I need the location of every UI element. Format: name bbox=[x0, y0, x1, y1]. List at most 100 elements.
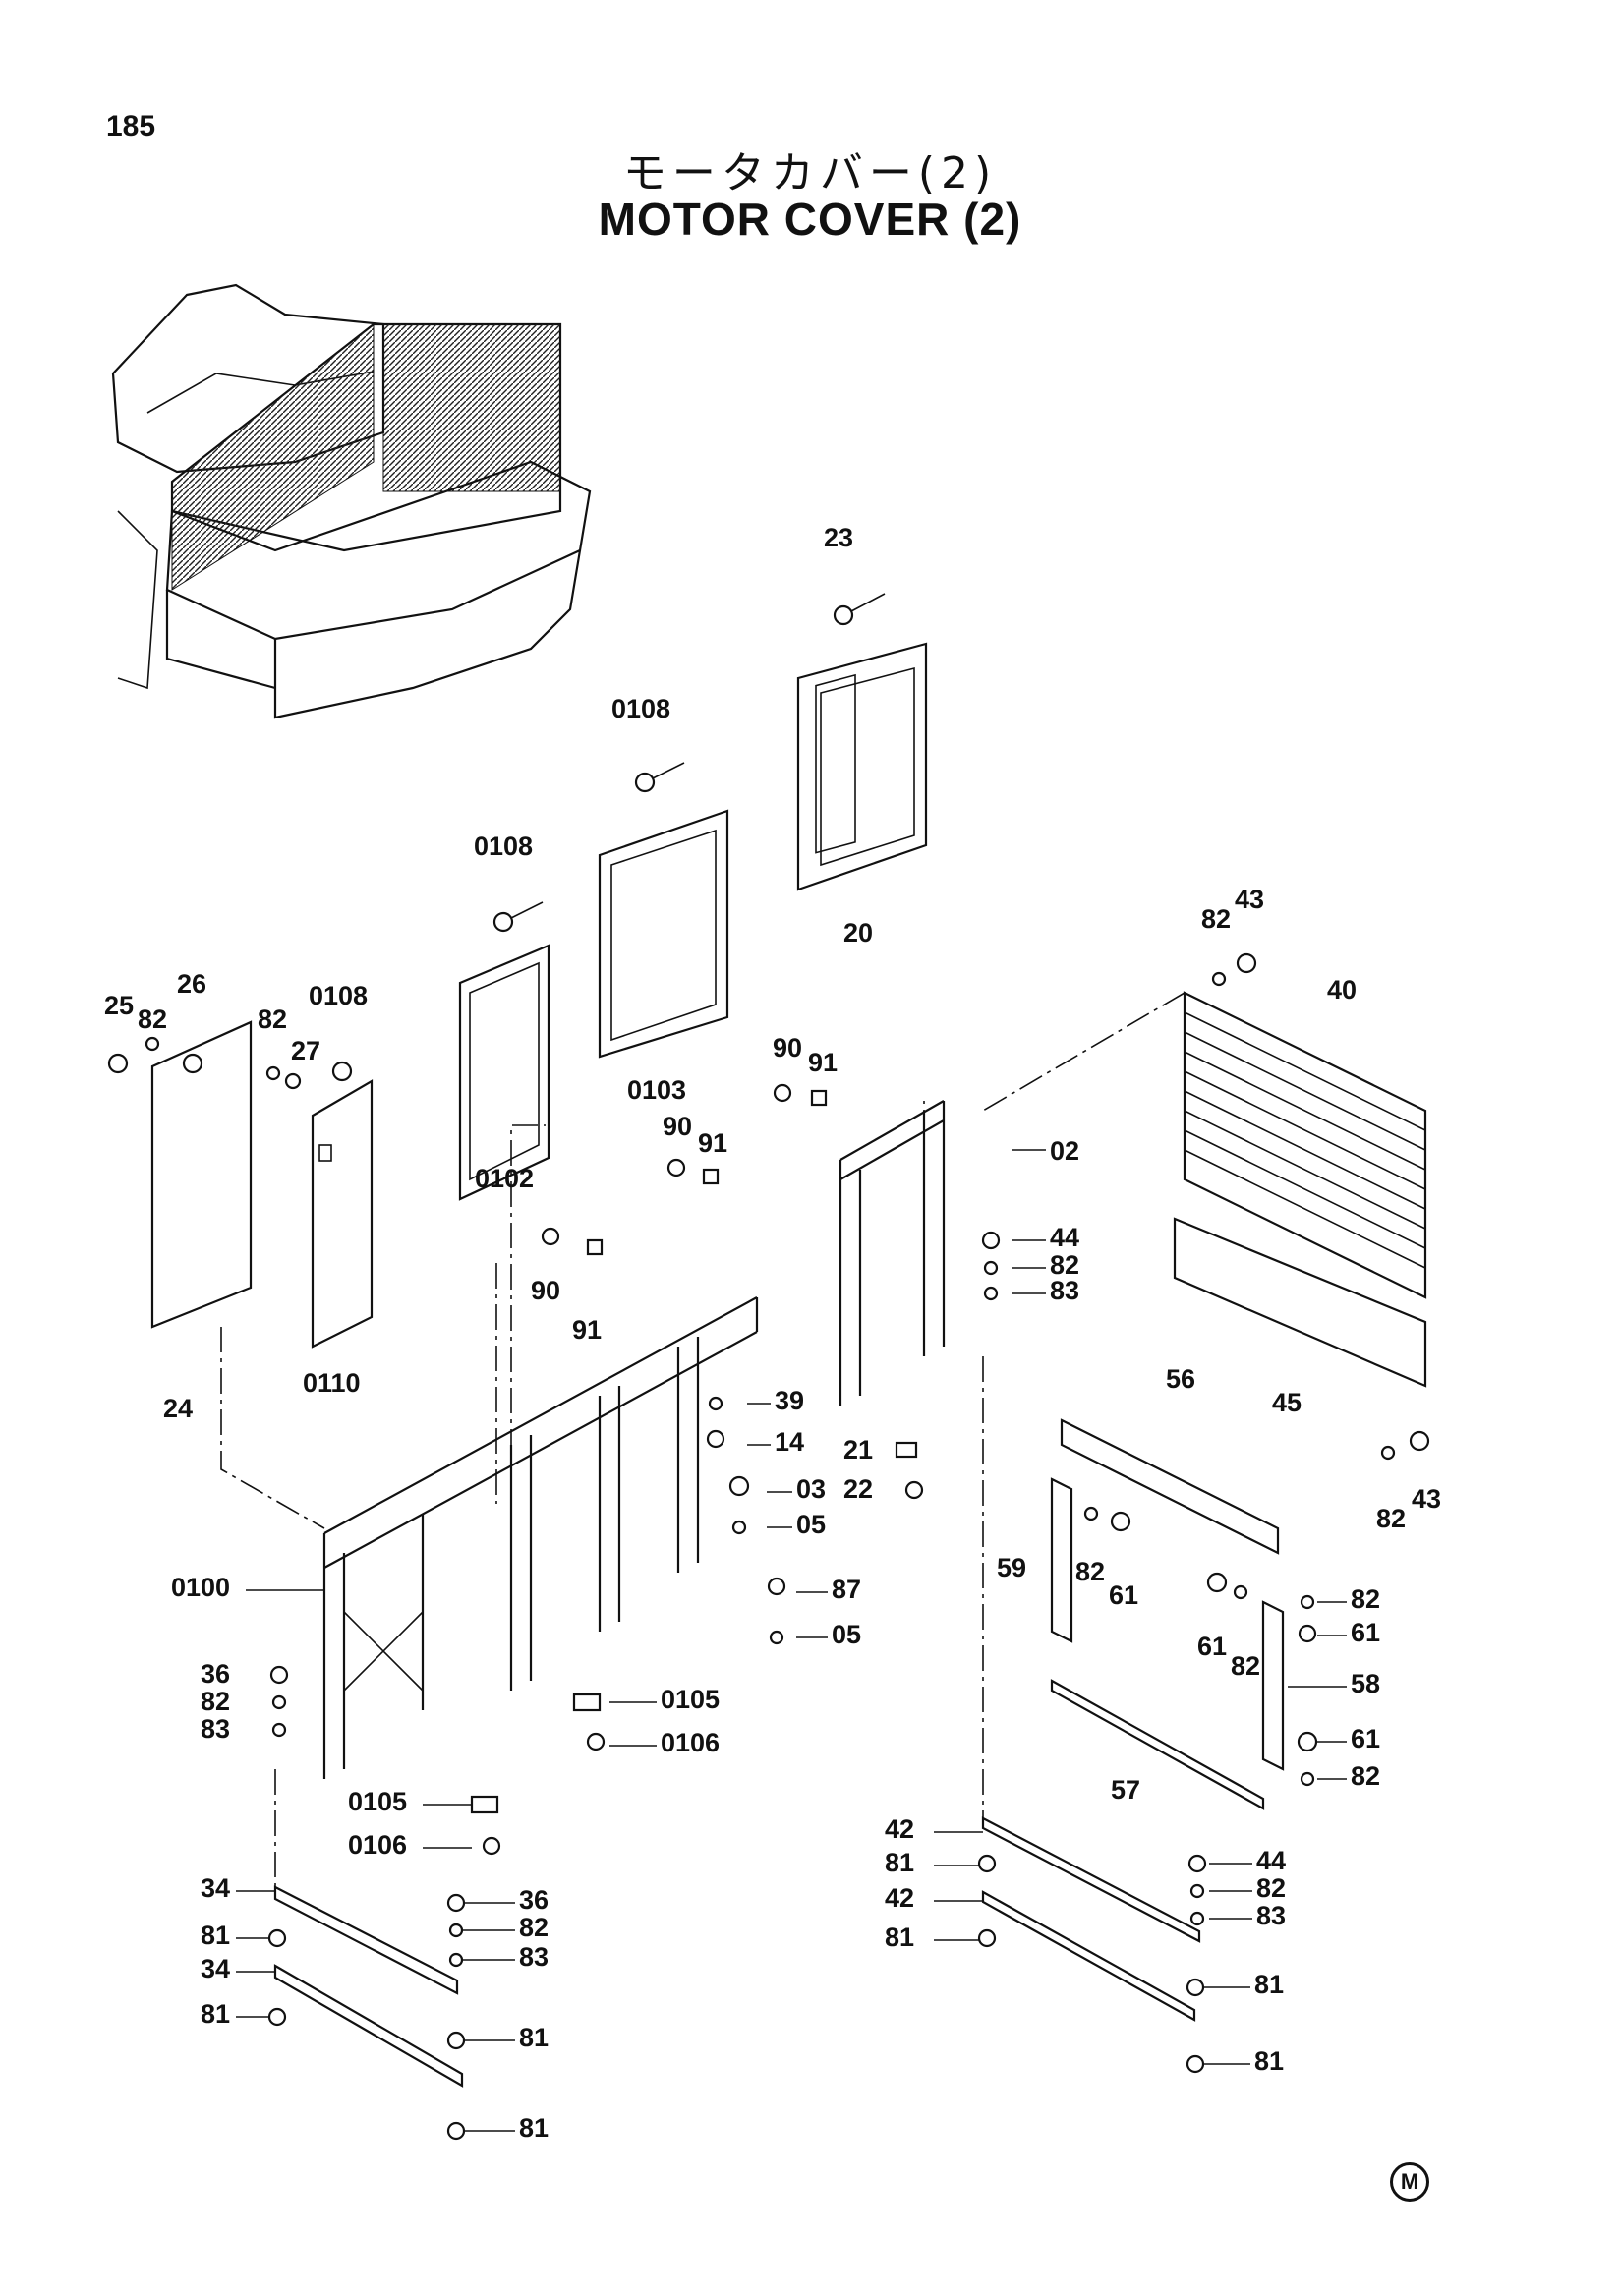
side-panel-24 bbox=[150, 1020, 253, 1329]
bolt-61b bbox=[1298, 1624, 1317, 1643]
callout-43b: 43 bbox=[1412, 1484, 1441, 1514]
callout-61b: 61 bbox=[1351, 1618, 1380, 1647]
washer-82a bbox=[145, 1036, 160, 1052]
callout-81e: 81 bbox=[201, 1921, 230, 1950]
callout-0102: 0102 bbox=[475, 1164, 534, 1193]
bolt-81e bbox=[267, 1928, 287, 1948]
bolt-81h bbox=[446, 2121, 466, 2141]
washer-82b bbox=[265, 1065, 281, 1081]
callout-0105a: 0105 bbox=[661, 1685, 720, 1714]
nut-44a bbox=[981, 1231, 1001, 1250]
callout-34b: 34 bbox=[201, 1954, 230, 1983]
washer-05a bbox=[731, 1520, 747, 1535]
callout-91b: 91 bbox=[698, 1128, 727, 1158]
callout-59: 59 bbox=[997, 1553, 1026, 1582]
washer-82i bbox=[1300, 1771, 1315, 1787]
callout-58: 58 bbox=[1351, 1669, 1380, 1698]
callout-34a: 34 bbox=[201, 1873, 230, 1903]
callout-61c: 61 bbox=[1197, 1632, 1227, 1661]
callout-45: 45 bbox=[1272, 1388, 1302, 1417]
washer-82f bbox=[1083, 1506, 1099, 1521]
bolt-0108a bbox=[634, 762, 685, 793]
nut-36b bbox=[446, 1893, 466, 1913]
nut-27 bbox=[284, 1072, 302, 1090]
callout-22: 22 bbox=[843, 1474, 873, 1504]
callout-36b: 36 bbox=[519, 1885, 549, 1915]
bolt-81g bbox=[446, 2031, 466, 2050]
bolt-61c bbox=[1206, 1572, 1228, 1593]
callout-82l: 82 bbox=[519, 1913, 549, 1942]
bolt-22 bbox=[904, 1480, 924, 1500]
washer-83b bbox=[271, 1722, 287, 1738]
bolt-81a bbox=[977, 1854, 997, 1873]
callout-82c: 82 bbox=[1201, 904, 1231, 934]
washer-82c bbox=[1211, 971, 1227, 987]
callout-labels: 23 0108 0108 0108 20 0103 0102 25 82 26 … bbox=[104, 523, 1441, 2143]
bracket-58 bbox=[1261, 1600, 1285, 1771]
callout-82i: 82 bbox=[1351, 1761, 1380, 1791]
callout-91a: 91 bbox=[808, 1048, 838, 1077]
washer-82j bbox=[271, 1694, 287, 1710]
callout-90a: 90 bbox=[773, 1033, 802, 1062]
callout-61d: 61 bbox=[1351, 1724, 1380, 1753]
callout-0108a: 0108 bbox=[611, 694, 670, 723]
callout-81f: 81 bbox=[201, 1999, 230, 2029]
callout-81b: 81 bbox=[885, 1923, 914, 1952]
bar-42b bbox=[981, 1890, 1196, 2022]
callout-44b: 44 bbox=[1256, 1846, 1286, 1875]
callout-83d: 83 bbox=[519, 1942, 549, 1972]
door-panel-0110 bbox=[311, 1079, 374, 1349]
callout-0110: 0110 bbox=[303, 1368, 361, 1398]
bolt-81f bbox=[267, 2007, 287, 2027]
callout-42a: 42 bbox=[885, 1814, 914, 1844]
bolt-87 bbox=[767, 1577, 786, 1596]
callout-23: 23 bbox=[824, 523, 853, 552]
bolt-25 bbox=[107, 1053, 129, 1074]
callout-43a: 43 bbox=[1235, 885, 1264, 914]
bolt-81d bbox=[1186, 2054, 1205, 2074]
callout-0108b: 0108 bbox=[474, 832, 533, 861]
callout-83b: 83 bbox=[201, 1714, 230, 1744]
callout-81g: 81 bbox=[519, 2023, 549, 2052]
plate-0105b bbox=[470, 1795, 499, 1814]
bar-34a bbox=[273, 1885, 459, 1995]
bolt-90a bbox=[773, 1083, 792, 1103]
bolt-90b bbox=[666, 1158, 686, 1177]
callout-21: 21 bbox=[843, 1435, 873, 1464]
bar-34b bbox=[273, 1964, 464, 2088]
washer-82e bbox=[1380, 1445, 1396, 1461]
bolt-26 bbox=[182, 1053, 203, 1074]
frame-0100 bbox=[322, 1296, 759, 1779]
clip-91b bbox=[702, 1168, 720, 1185]
callout-81h: 81 bbox=[519, 2113, 549, 2143]
bolt-90c bbox=[541, 1227, 560, 1246]
washer-82g bbox=[1300, 1594, 1315, 1610]
callout-82d: 82 bbox=[1050, 1250, 1079, 1280]
callout-0100: 0100 bbox=[171, 1573, 230, 1602]
callout-82f: 82 bbox=[1075, 1557, 1105, 1586]
callout-0105b: 0105 bbox=[348, 1787, 407, 1816]
callout-0106b: 0106 bbox=[348, 1830, 407, 1860]
bracket-59 bbox=[1050, 1477, 1073, 1643]
callout-82j: 82 bbox=[201, 1687, 230, 1716]
callout-05b: 05 bbox=[832, 1620, 861, 1649]
bolt-23 bbox=[833, 593, 886, 626]
clip-91a bbox=[810, 1089, 828, 1107]
washer-82l bbox=[448, 1923, 464, 1938]
callout-24: 24 bbox=[163, 1394, 193, 1423]
callout-82g: 82 bbox=[1351, 1584, 1380, 1614]
callout-90c: 90 bbox=[531, 1276, 560, 1305]
callout-87: 87 bbox=[832, 1575, 861, 1604]
callout-27: 27 bbox=[291, 1036, 320, 1065]
callout-56: 56 bbox=[1166, 1364, 1195, 1394]
page-number: 185 bbox=[106, 110, 156, 143]
fasteners bbox=[107, 593, 1430, 2141]
callout-57: 57 bbox=[1111, 1775, 1140, 1805]
callout-26: 26 bbox=[177, 969, 206, 999]
title-japanese: モータカバー(2) bbox=[622, 148, 998, 199]
callout-39: 39 bbox=[775, 1386, 804, 1415]
callout-90b: 90 bbox=[663, 1112, 692, 1141]
washer-83a bbox=[983, 1286, 999, 1301]
callout-81c: 81 bbox=[1254, 1970, 1284, 1999]
